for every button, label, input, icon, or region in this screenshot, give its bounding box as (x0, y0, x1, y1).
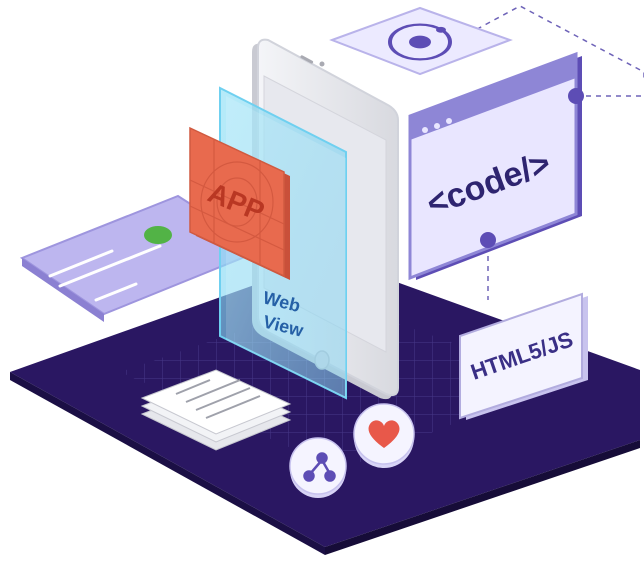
code-window-panel: <code/> (408, 51, 584, 281)
html5-js-panel: HTML5/JS (459, 292, 588, 420)
share-icon (303, 452, 336, 482)
share-icon-badge (289, 437, 347, 498)
app-badge: APP (189, 126, 290, 280)
ionic-logo-icon (388, 23, 452, 61)
document-stack-icon (140, 369, 292, 451)
ionic-logo-tile (329, 6, 513, 76)
heart-icon (368, 420, 400, 448)
heart-icon-badge (353, 403, 415, 468)
